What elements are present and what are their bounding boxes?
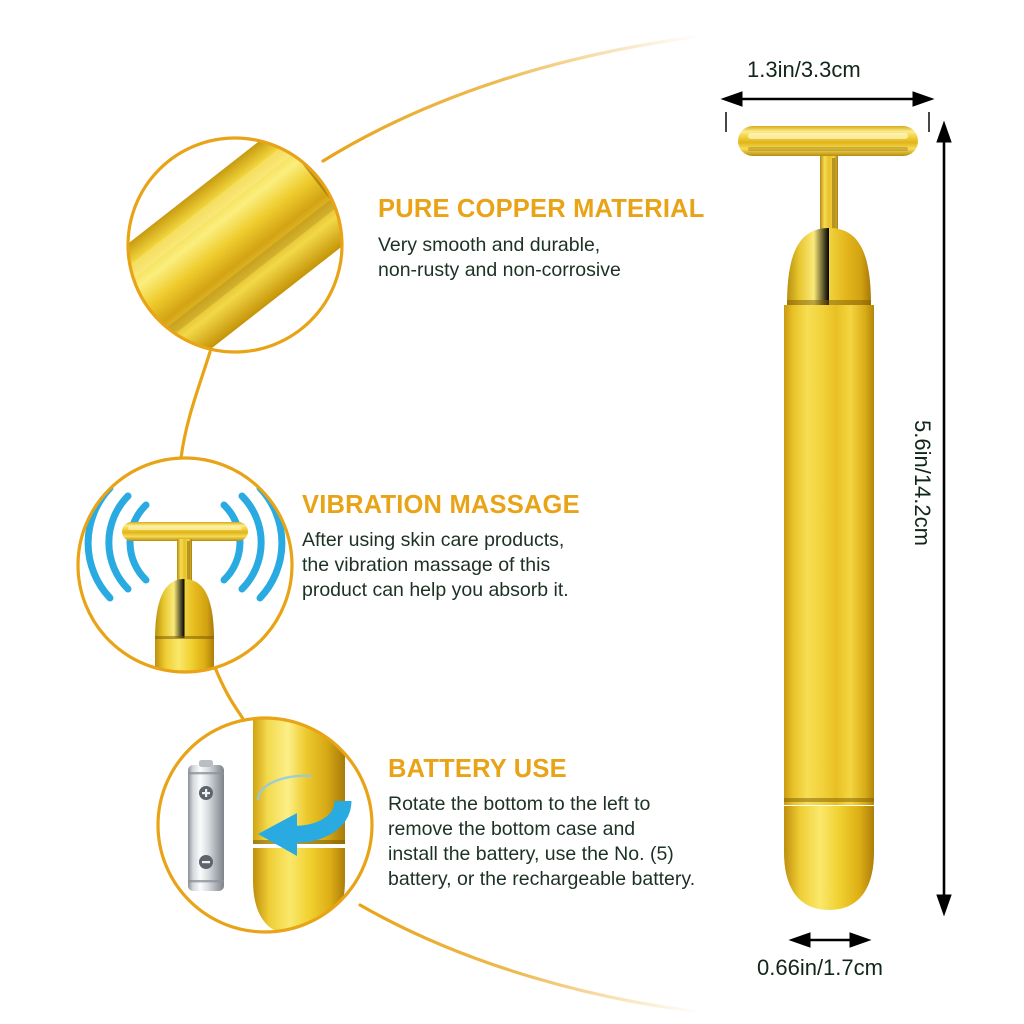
connector-line-2-3	[212, 663, 245, 721]
dimension-label-height: 5.6in/14.2cm	[910, 420, 935, 546]
callout-ring-2	[76, 456, 294, 674]
feature-block-pure-copper: PURE COPPER MATERIAL Very smooth and dur…	[378, 196, 705, 283]
callout-ring-1	[126, 136, 344, 354]
dimension-arrows	[720, 91, 952, 948]
t-bar-head	[122, 522, 248, 541]
feature-title-vibration: VIBRATION MASSAGE	[302, 491, 580, 519]
product-body	[784, 305, 874, 805]
feature-block-battery: BATTERY USE Rotate the bottom to the lef…	[388, 756, 695, 892]
connector-curve-top	[321, 34, 702, 163]
callout-vibration-closeup	[76, 456, 294, 674]
connector-curve-bottom	[358, 903, 702, 1014]
dimension-arrow-width-bottom	[788, 932, 872, 948]
main-product-device	[738, 126, 918, 910]
feature-title-battery: BATTERY USE	[388, 755, 567, 783]
feature-body-vibration: After using skin care products, the vibr…	[302, 528, 569, 601]
feature-block-vibration: VIBRATION MASSAGE After using skin care …	[302, 492, 580, 603]
callout-connector-lines	[179, 34, 702, 1014]
wand-bottom-cap	[253, 848, 345, 932]
feature-body-pure-copper: Very smooth and durable, non-rusty and n…	[378, 233, 621, 281]
feature-body-battery: Rotate the bottom to the left to remove …	[388, 792, 696, 890]
feature-title-pure-copper: PURE COPPER MATERIAL	[378, 195, 705, 223]
callout-ring-3	[156, 716, 374, 934]
aa-battery	[188, 760, 224, 891]
dimension-label-width-bottom: 0.66in/1.7cm	[757, 955, 883, 980]
product-t-bar	[738, 126, 918, 156]
product-bottom-cap	[784, 806, 874, 910]
handle-dome	[155, 579, 214, 640]
product-handle-dome	[787, 228, 871, 305]
dimension-arrow-width-top	[720, 91, 935, 107]
dimension-label-width-top: 1.3in/3.3cm	[747, 57, 861, 82]
callout-battery-closeup	[156, 716, 374, 934]
callout-copper-closeup	[126, 136, 344, 354]
connector-line-1-2	[179, 350, 212, 460]
dimension-arrow-height	[936, 120, 952, 917]
rotation-arrow	[256, 774, 352, 856]
